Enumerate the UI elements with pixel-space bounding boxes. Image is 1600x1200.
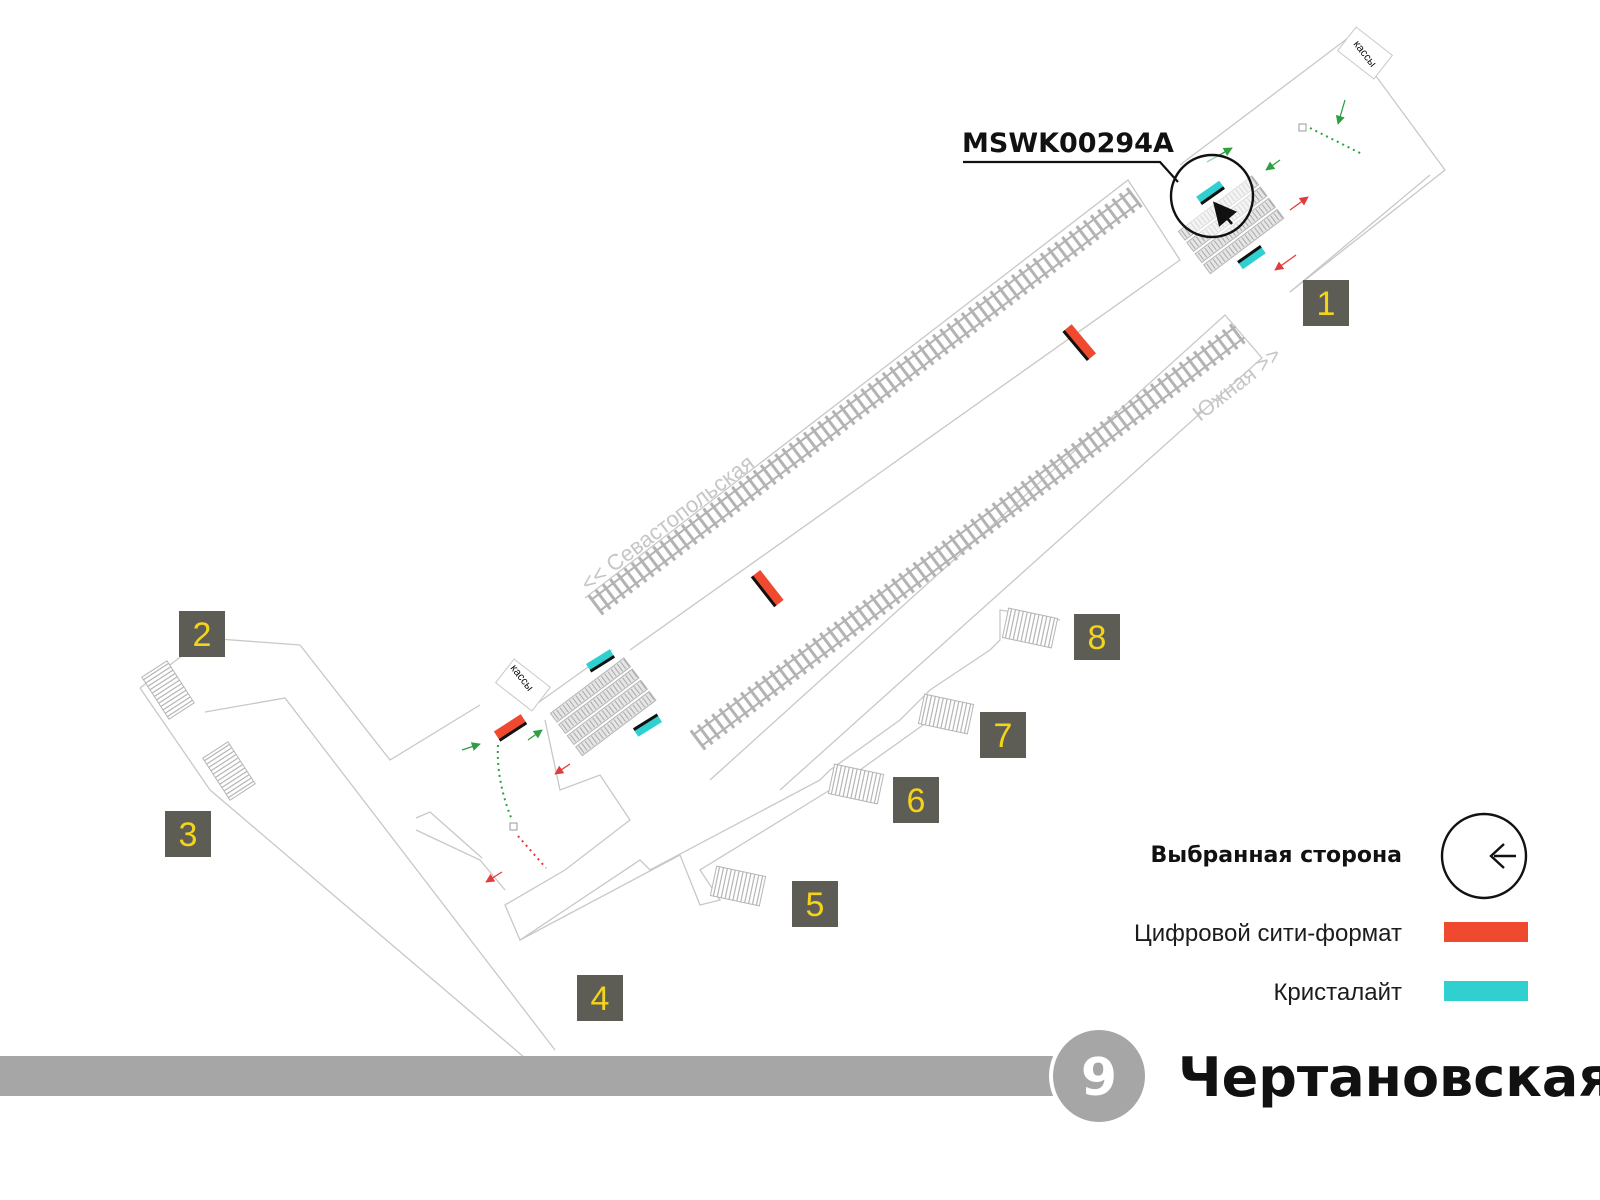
exit-box <box>165 811 211 857</box>
stairs <box>1001 607 1059 649</box>
city-format-carrier <box>1062 324 1097 362</box>
crystalite-carrier <box>586 649 616 673</box>
exit-8: 8 <box>1074 614 1120 660</box>
exit-stairs <box>141 607 1059 907</box>
exit-number: 4 <box>591 980 610 1018</box>
escalator-block <box>549 657 657 757</box>
exit-number: 7 <box>994 717 1013 755</box>
crystalite-carrier <box>632 713 662 737</box>
selected-side-marker: MSWK00294A <box>962 128 1255 239</box>
exit-box <box>792 881 838 927</box>
selected-carrier-overlay <box>1196 180 1225 205</box>
exit-box <box>980 712 1026 758</box>
legend-city-format-label: Цифровой сити-формат <box>1134 920 1402 947</box>
line-number-badge <box>1053 1030 1145 1122</box>
exit-box <box>577 975 623 1021</box>
exit-3: 3 <box>165 811 211 857</box>
ticket-office-south: кассы <box>494 658 552 712</box>
stairs <box>141 660 195 720</box>
direction-label-sevastopolskaya: << Севастопольская <box>576 450 759 596</box>
exit-5: 5 <box>792 881 838 927</box>
stairs <box>827 763 885 805</box>
exit-number: 2 <box>193 616 212 654</box>
legend-crystalite-swatch <box>1444 981 1528 1001</box>
station-name: Чертановская <box>1178 1046 1600 1109</box>
exit-markers: 1 2 3 4 5 6 7 8 <box>165 280 1349 1021</box>
exit-number: 3 <box>179 816 198 854</box>
exit-7: 7 <box>980 712 1026 758</box>
crystalite-carrier <box>1237 245 1266 270</box>
exit-box <box>893 777 939 823</box>
ad-carriers <box>493 180 1266 742</box>
legend-selected-side-label: Выбранная сторона <box>1151 843 1402 868</box>
exit-number: 1 <box>1317 285 1336 323</box>
arrow-left-in-circle-icon <box>1440 812 1528 900</box>
exit-6: 6 <box>893 777 939 823</box>
railway-track <box>689 323 1246 751</box>
ticket-office-north: кассы <box>1336 26 1394 80</box>
line-number: 9 <box>1081 1048 1117 1108</box>
stairs <box>917 693 975 735</box>
exit-box <box>1074 614 1120 660</box>
railway-track <box>587 187 1143 616</box>
exit-2: 2 <box>179 611 225 657</box>
legend-crystalite-label: Кристалайт <box>1273 979 1402 1006</box>
passenger-flow <box>461 99 1363 883</box>
exit-number: 6 <box>907 782 926 820</box>
exit-number: 8 <box>1088 619 1107 657</box>
exit-box <box>1303 280 1349 326</box>
city-format-carrier <box>493 714 528 742</box>
line-banner: 9 Чертановская <box>0 1026 1600 1126</box>
direction-label-yuzhnaya: Южная >> <box>1188 342 1286 426</box>
legend: Выбранная сторона Цифровой сити-формат К… <box>1134 812 1528 1006</box>
railway-tracks <box>587 187 1246 751</box>
escalators <box>549 175 1285 757</box>
exit-1: 1 <box>1303 280 1349 326</box>
stairs <box>202 741 256 801</box>
stairs <box>709 865 767 907</box>
city-format-carrier <box>750 569 784 608</box>
view-direction-arrow-icon <box>1212 201 1238 227</box>
legend-city-format-swatch <box>1444 922 1528 942</box>
line-bar <box>0 1056 1080 1096</box>
exit-box <box>179 611 225 657</box>
selected-carrier-code: MSWK00294A <box>962 128 1174 159</box>
exit-number: 5 <box>806 886 825 924</box>
exit-4: 4 <box>577 975 623 1021</box>
code-leader-line <box>963 160 1179 183</box>
